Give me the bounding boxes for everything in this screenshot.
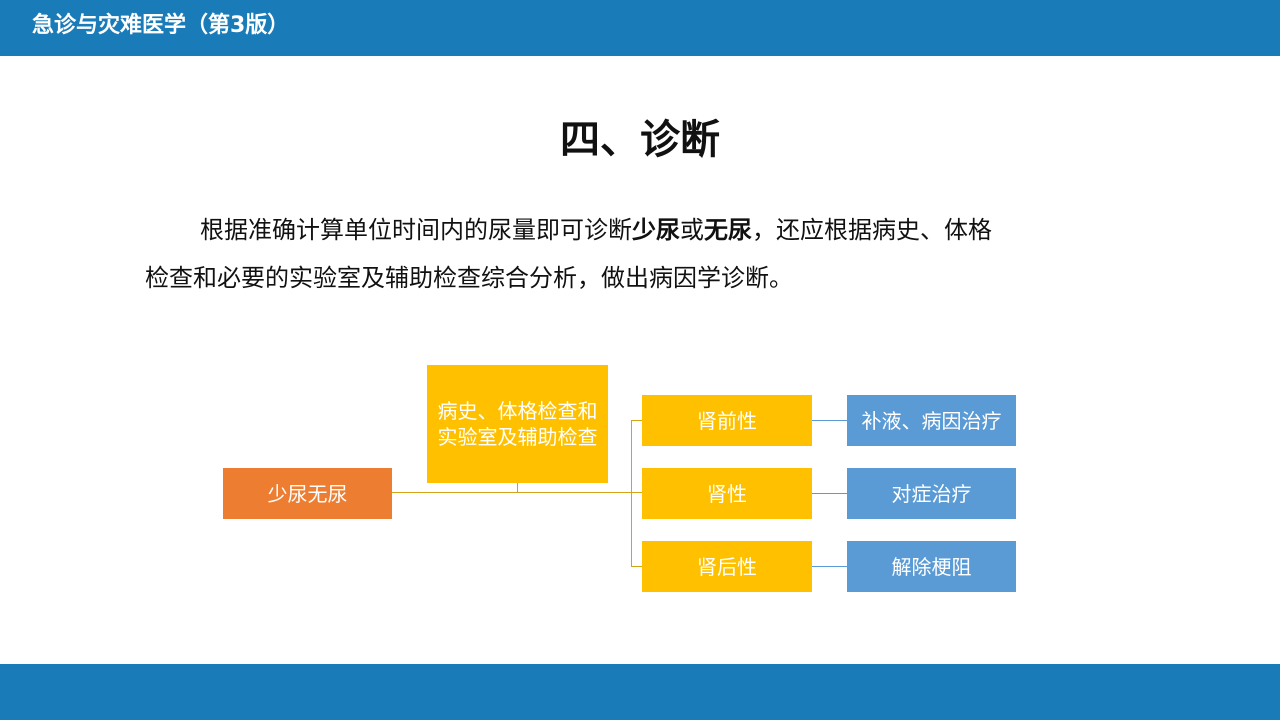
exam-line-2: 实验室及辅助检查 (437, 425, 598, 449)
text-segment: 根据准确计算单位时间内的尿量即可诊断 (200, 216, 632, 244)
exam-line-1: 病史、体格检查和 (437, 399, 598, 423)
text-segment: ，还应根据病史、体格 (752, 216, 992, 244)
emphasis-oliguria: 少尿 (632, 216, 680, 244)
category-box-prerenal: 肾前性 (642, 395, 812, 446)
connector-branch-top (631, 420, 642, 421)
text-segment: 或 (680, 216, 704, 244)
book-title: 急诊与灾难医学（第3版） (32, 13, 290, 38)
slide-title: 四、诊断 (560, 117, 720, 163)
connector-treatment-1 (812, 420, 847, 421)
connector-branch-bottom (631, 566, 642, 567)
connector-branch-vertical (631, 420, 632, 566)
connector-exam-stem (517, 483, 518, 493)
emphasis-anuria: 无尿 (704, 216, 752, 244)
category-box-postrenal: 肾后性 (642, 541, 812, 592)
paragraph-line-1: 根据准确计算单位时间内的尿量即可诊断少尿或无尿，还应根据病史、体格 (145, 206, 1145, 254)
body-paragraph: 根据准确计算单位时间内的尿量即可诊断少尿或无尿，还应根据病史、体格 检查和必要的… (145, 206, 1145, 302)
treatment-box-fluids: 补液、病因治疗 (847, 395, 1016, 446)
connector-treatment-2 (812, 493, 847, 494)
footer-bar (0, 664, 1280, 720)
paragraph-line-2: 检查和必要的实验室及辅助检查综合分析，做出病因学诊断。 (145, 264, 793, 292)
root-box-oliguria-anuria: 少尿无尿 (223, 468, 392, 519)
header-bar: 急诊与灾难医学（第3版） (0, 0, 1280, 56)
category-box-renal: 肾性 (642, 468, 812, 519)
exam-box: 病史、体格检查和 实验室及辅助检查 (427, 365, 608, 483)
connector-treatment-3 (812, 566, 847, 567)
treatment-box-symptomatic: 对症治疗 (847, 468, 1016, 519)
treatment-box-relieve-obstruction: 解除梗阻 (847, 541, 1016, 592)
